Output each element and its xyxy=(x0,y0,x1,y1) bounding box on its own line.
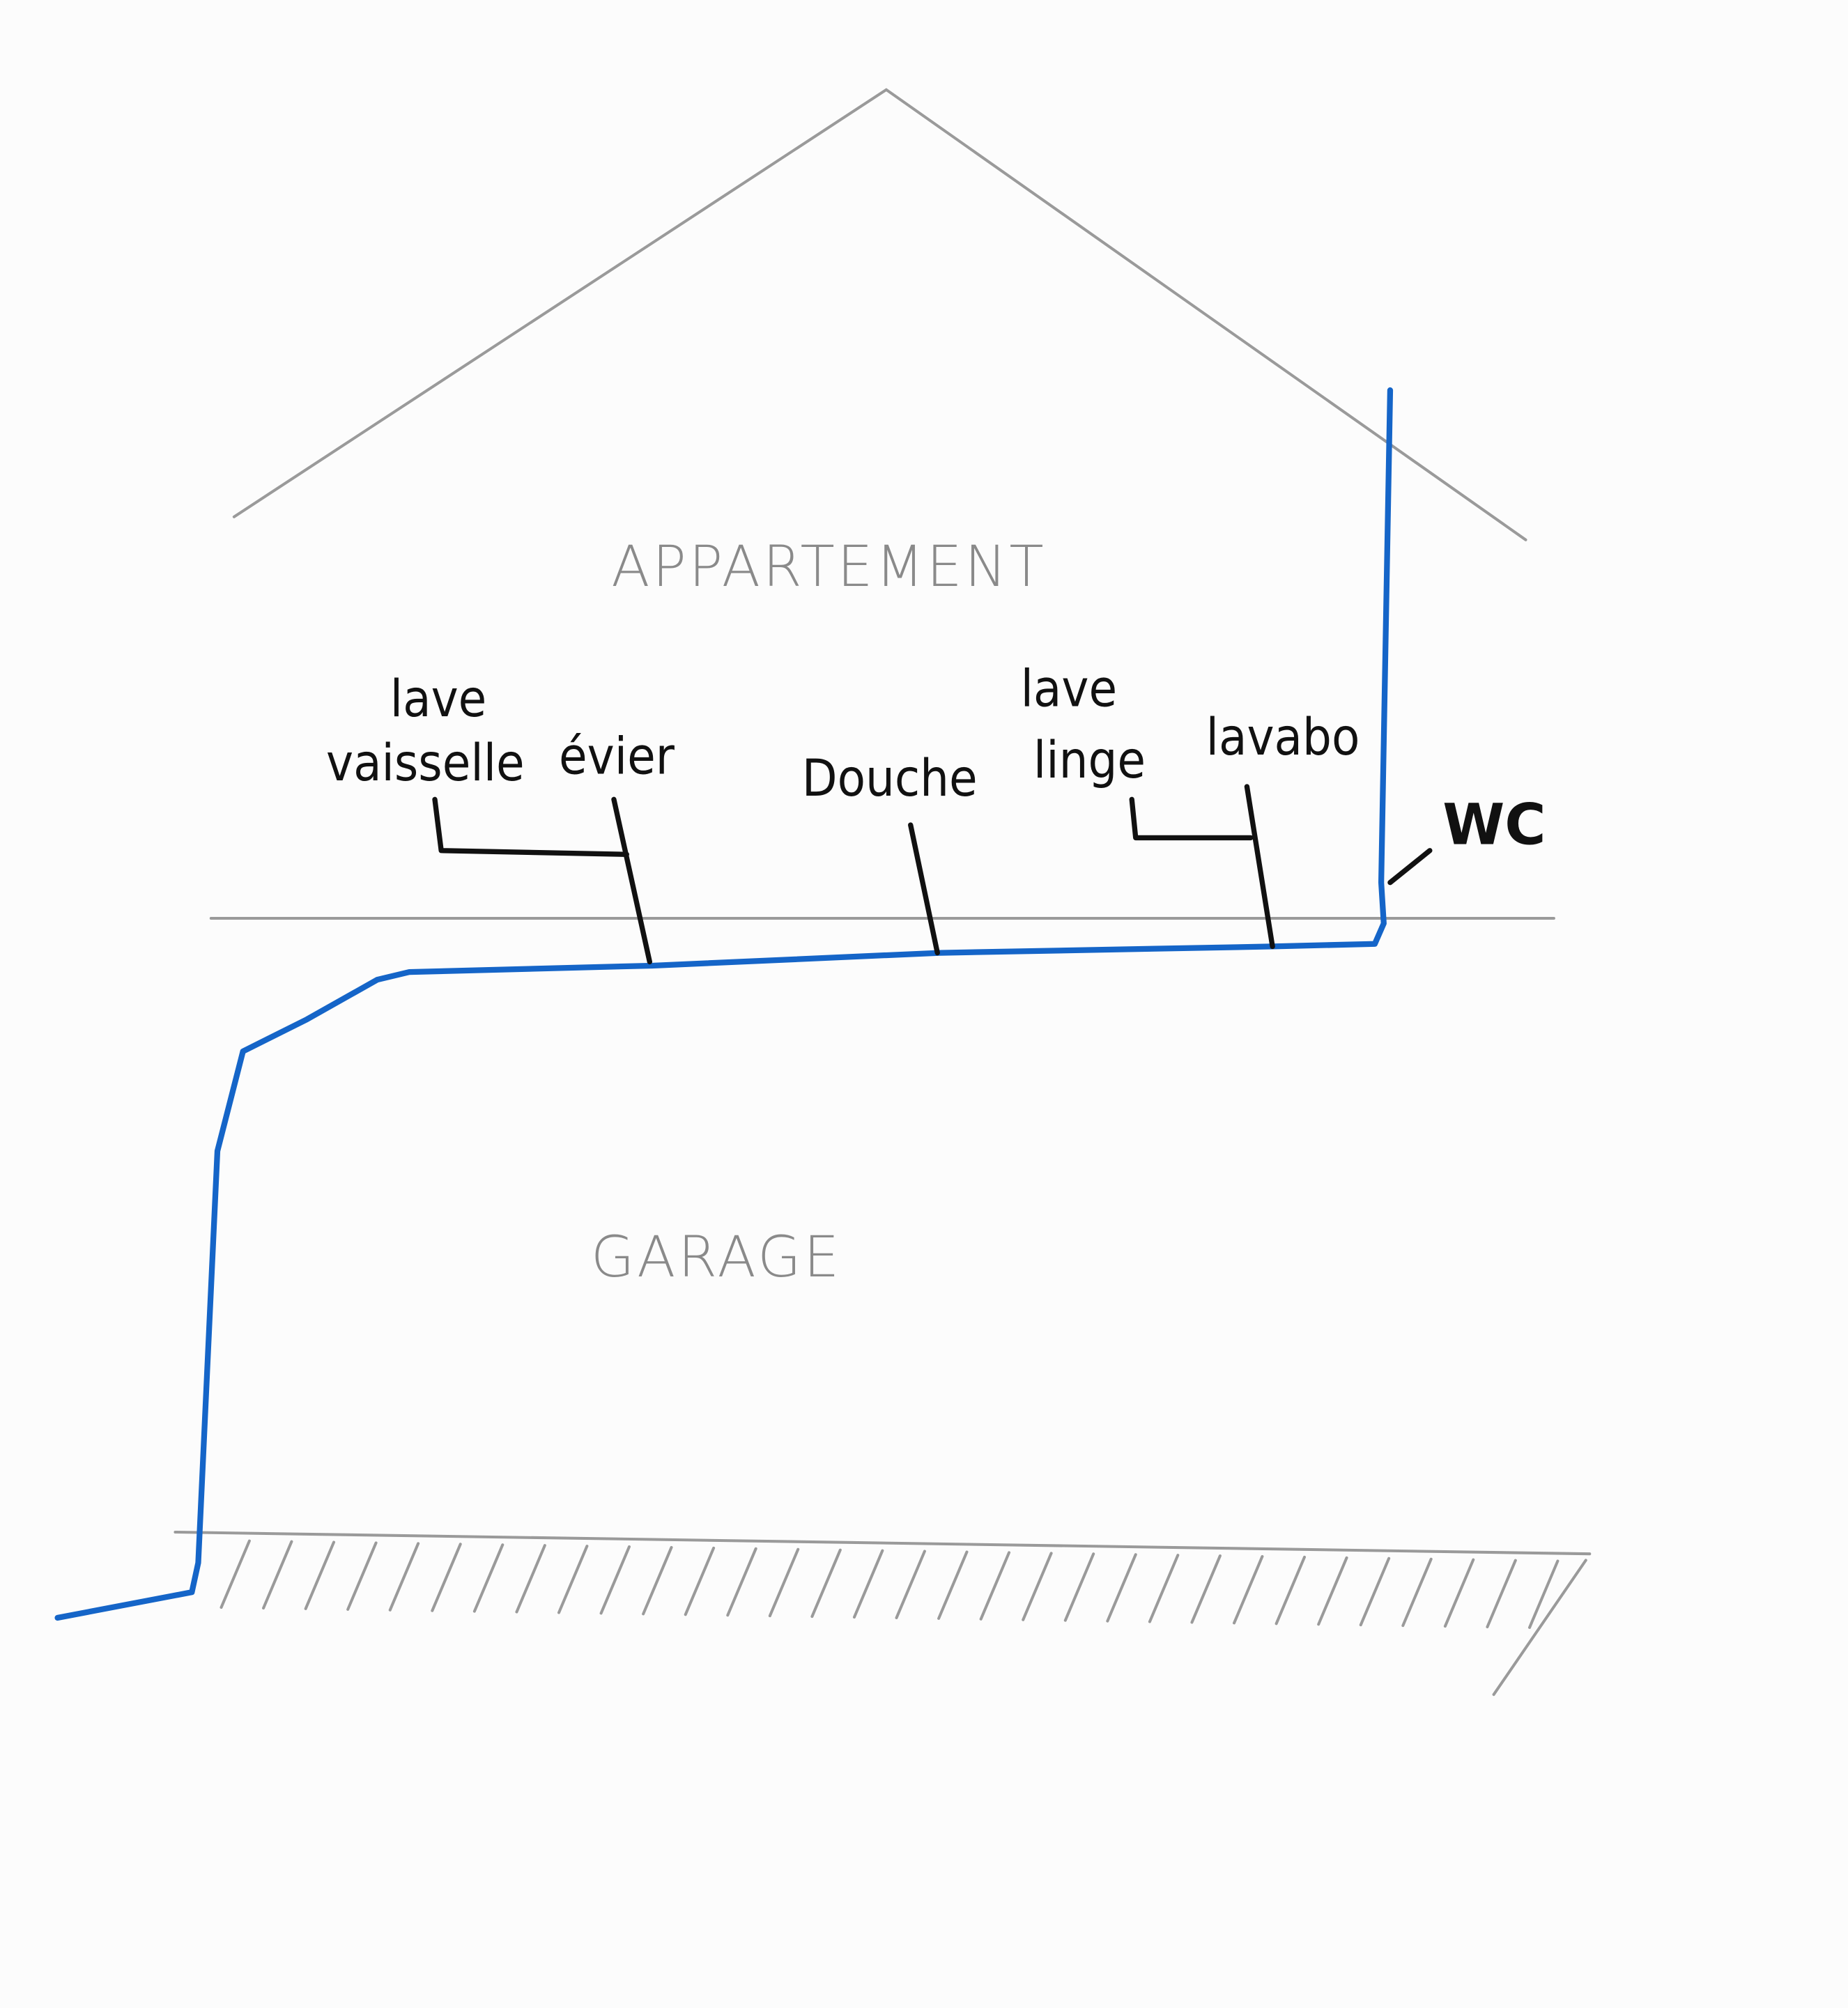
toilet-connection xyxy=(1387,848,1433,886)
hatch-stroke xyxy=(472,1543,505,1613)
hatch-stroke xyxy=(979,1551,1011,1621)
hatch-stroke xyxy=(810,1548,842,1619)
roof-outline xyxy=(232,88,1527,541)
label-dishwasher-1: lave xyxy=(390,670,487,729)
hatch-stroke xyxy=(304,1540,336,1610)
hatch-stroke xyxy=(1359,1557,1391,1627)
hatch-stroke xyxy=(220,1539,251,1609)
room-label-garage: GARAGE xyxy=(591,1225,842,1290)
label-toilet: WC xyxy=(1442,793,1546,858)
label-dishwasher-2: vaisselle xyxy=(326,734,525,793)
hatch-stroke xyxy=(1106,1553,1137,1623)
hatch-stroke xyxy=(1317,1556,1348,1626)
hatch-stroke xyxy=(642,1545,673,1616)
hatch-stroke xyxy=(684,1546,716,1616)
hatch-stroke xyxy=(1443,1558,1475,1628)
hatch-stroke xyxy=(388,1542,420,1612)
hatch-stroke xyxy=(895,1550,926,1619)
label-washer-1: lave xyxy=(1021,659,1118,718)
drain-pipe xyxy=(54,387,1394,1621)
hatch-stroke xyxy=(852,1549,884,1619)
hatch-stroke xyxy=(1233,1554,1264,1625)
hatch-stroke xyxy=(346,1541,378,1611)
hatch-stroke xyxy=(1401,1557,1433,1628)
hatch-stroke xyxy=(1527,1559,1560,1629)
hatch-stroke xyxy=(1486,1559,1517,1629)
hatch-stroke xyxy=(937,1550,969,1620)
label-washer-2: linge xyxy=(1033,731,1146,790)
hatch-stroke xyxy=(557,1545,589,1614)
ground-hatch-end xyxy=(1492,1559,1587,1697)
ground-hatching xyxy=(220,1539,1560,1629)
hatch-stroke xyxy=(431,1543,462,1612)
hatch-stroke xyxy=(768,1547,800,1618)
hatch-stroke xyxy=(1063,1552,1095,1622)
label-shower: Douche xyxy=(802,749,978,808)
label-sink: évier xyxy=(559,727,675,787)
hatch-stroke xyxy=(1022,1552,1053,1621)
dishwasher-branch xyxy=(432,796,629,857)
hatch-stroke xyxy=(1275,1555,1307,1625)
room-label-apartment: APPARTEMENT xyxy=(611,534,1046,600)
ground-line xyxy=(174,1530,1592,1556)
label-washbasin: lavabo xyxy=(1206,708,1360,767)
sink-drop xyxy=(611,796,652,965)
hatch-stroke xyxy=(515,1544,546,1614)
shower-drop xyxy=(908,822,940,956)
washbasin-drop xyxy=(1244,784,1275,950)
hatch-stroke xyxy=(262,1540,293,1610)
hatch-stroke xyxy=(1148,1554,1180,1623)
hatch-stroke xyxy=(599,1545,631,1615)
hatch-stroke xyxy=(726,1547,757,1617)
washer-branch xyxy=(1129,796,1254,841)
hatch-stroke xyxy=(1190,1554,1222,1624)
